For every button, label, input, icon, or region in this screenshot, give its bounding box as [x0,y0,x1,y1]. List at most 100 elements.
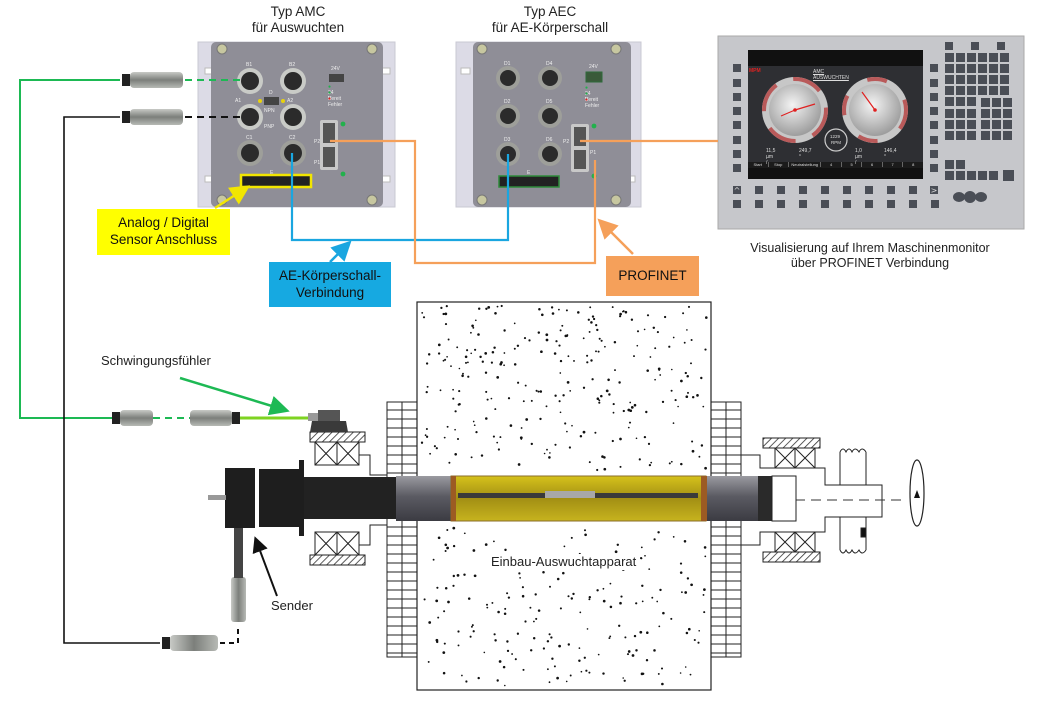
gauge-right [842,77,908,143]
aec-title-line2: für AE-Körperschall [491,20,609,36]
right-bearings [741,437,883,563]
ae-callout: AE-Körperschall- Verbindung [269,262,391,307]
monitor-caption-line1: Visualisierung auf Ihrem Maschinenmonito… [750,241,990,255]
gauge-right-angle: 146,4 ° [884,148,897,160]
right-flange [710,401,742,658]
amc-led-fehler: ● Fehler [328,96,343,108]
vibration-sensor-label: Schwingungsfühler [101,353,211,368]
balancing-device [450,475,707,522]
profinet-callout-text: PROFINET [618,267,687,283]
sender-arrow [252,536,278,597]
orange-profinet-cable [330,139,718,265]
vibration-sensor [308,410,348,432]
aec-ethernet-p1: P1 [590,150,597,156]
cable-connectors [112,72,246,651]
analog-digital-line1: Analog / Digital [118,215,209,231]
amc-led-bereit: ● Bereit [328,90,342,102]
amc-port-a2: A2 [287,98,294,104]
analog-callout-arrow [214,185,251,210]
softkey-6[interactable]: 6 [862,162,883,167]
aec-port-d3: D3 [504,137,511,143]
aec-led-fehler: ● Fehler [585,97,600,109]
amc-module [197,41,396,208]
analog-digital-callout: Analog / Digital Sensor Anschluss [97,209,230,255]
svg-text:^: ^ [734,186,741,195]
profinet-callout: PROFINET [606,256,699,296]
amc-sensor-terminal-e [239,173,313,189]
profinet-callout-arrow [597,218,634,255]
amc-port-c2: C2 [289,135,296,141]
softkey-7[interactable]: 7 [883,162,904,167]
amc-ethernet-p1: P1 [314,160,321,166]
softkey-8[interactable]: 8 [912,162,915,167]
aec-led-24v: ● 24 V [585,85,591,103]
analog-digital-line2: Sensor Anschluss [109,232,218,247]
amc-title-line2: für Auswuchten [251,20,345,36]
aec-ethernet-p2: P2 [563,139,570,145]
monitor-keypad [945,42,1014,181]
amc-title: Typ AMC für Auswuchten [228,4,368,36]
gauge-left [762,77,828,143]
amc-title-line1: Typ AMC [270,4,326,19]
aec-port-connectors [496,66,562,166]
monitor-caption: Visualisierung auf Ihrem Maschinenmonito… [725,241,1015,271]
blue-ae-cable [290,153,510,242]
amc-port-c1: C1 [246,135,253,141]
arrow-right-key [930,186,938,194]
softkey-neutralstellung[interactable]: Neutralstellung [789,162,822,167]
green-sensor-cable [19,79,310,420]
softkey-4[interactable]: 4 [821,162,842,167]
aec-port-d6: D6 [546,137,553,143]
ae-callout-line1: AE-Körperschall- [278,267,382,283]
gauge-left-reading: 11,5 µm / [766,148,776,166]
svg-text:>: > [931,186,938,195]
aec-module [455,41,642,208]
amc-port-a1: A1 [235,98,242,104]
amc-port-b2: B2 [289,62,296,68]
aec-port-d2: D2 [504,99,511,105]
aec-port-d1: D1 [504,61,511,67]
amc-power-label: 24V [331,66,340,72]
softkey-start[interactable]: Start [748,162,769,167]
black-sender-cable [63,116,245,644]
aec-port-d5: D5 [546,99,553,105]
amc-port-connectors [237,68,306,166]
monitor-side-keys [733,64,938,172]
left-flange [386,401,418,658]
spindle-shaft [208,460,797,536]
softkey-5[interactable]: 5 [842,162,863,167]
aec-led-bereit: ● Bereit [585,91,599,103]
ae-callout-line2: Verbindung [295,284,365,300]
aec-connector-e: E [527,170,531,176]
gauge-left-angle: 249,7 ° [799,148,812,160]
amc-ethernet-p2: P2 [314,139,321,145]
monitor-caption-line2: über PROFINET Verbindung [790,256,950,270]
rpm-unit: RPM [831,140,841,145]
amc-npn-label: NPN [264,108,275,114]
rpm-value: 1229 [830,134,841,139]
softkey-bar: Start Stop Neutralstellung 4 5 6 7 8 [748,162,923,167]
machine-monitor: ^ > [717,35,1025,230]
left-bearings [309,431,387,566]
aec-power-label: 24V [589,64,598,70]
amc-port-b1: B1 [246,62,253,68]
rpm-indicator [824,128,848,152]
sender-label: Sender [271,598,313,613]
arrow-up-key [733,186,741,194]
amc-connector-d: D [269,90,273,96]
softkey-stop[interactable]: Stop [769,162,790,167]
ae-callout-arrow [329,240,352,263]
aec-title-line1: Typ AEC [523,4,577,19]
monitor-brand-logo: MPM [749,68,761,74]
pulley [839,448,867,554]
rotation-indicator [909,459,925,527]
vibration-sensor-arrow [179,376,290,416]
balancer-label: Einbau-Auswuchtapparat [489,554,639,570]
monitor-bottom-keys [733,186,939,208]
gauge-right-reading: 1,0 µm / [855,148,863,166]
amc-led-24v: ● 24 V [328,84,334,102]
amc-pnp-label: PNP [264,124,275,130]
monitor-screen-title: AMC AUSWUCHTEN [813,69,849,81]
aec-port-d4: D4 [546,61,553,67]
